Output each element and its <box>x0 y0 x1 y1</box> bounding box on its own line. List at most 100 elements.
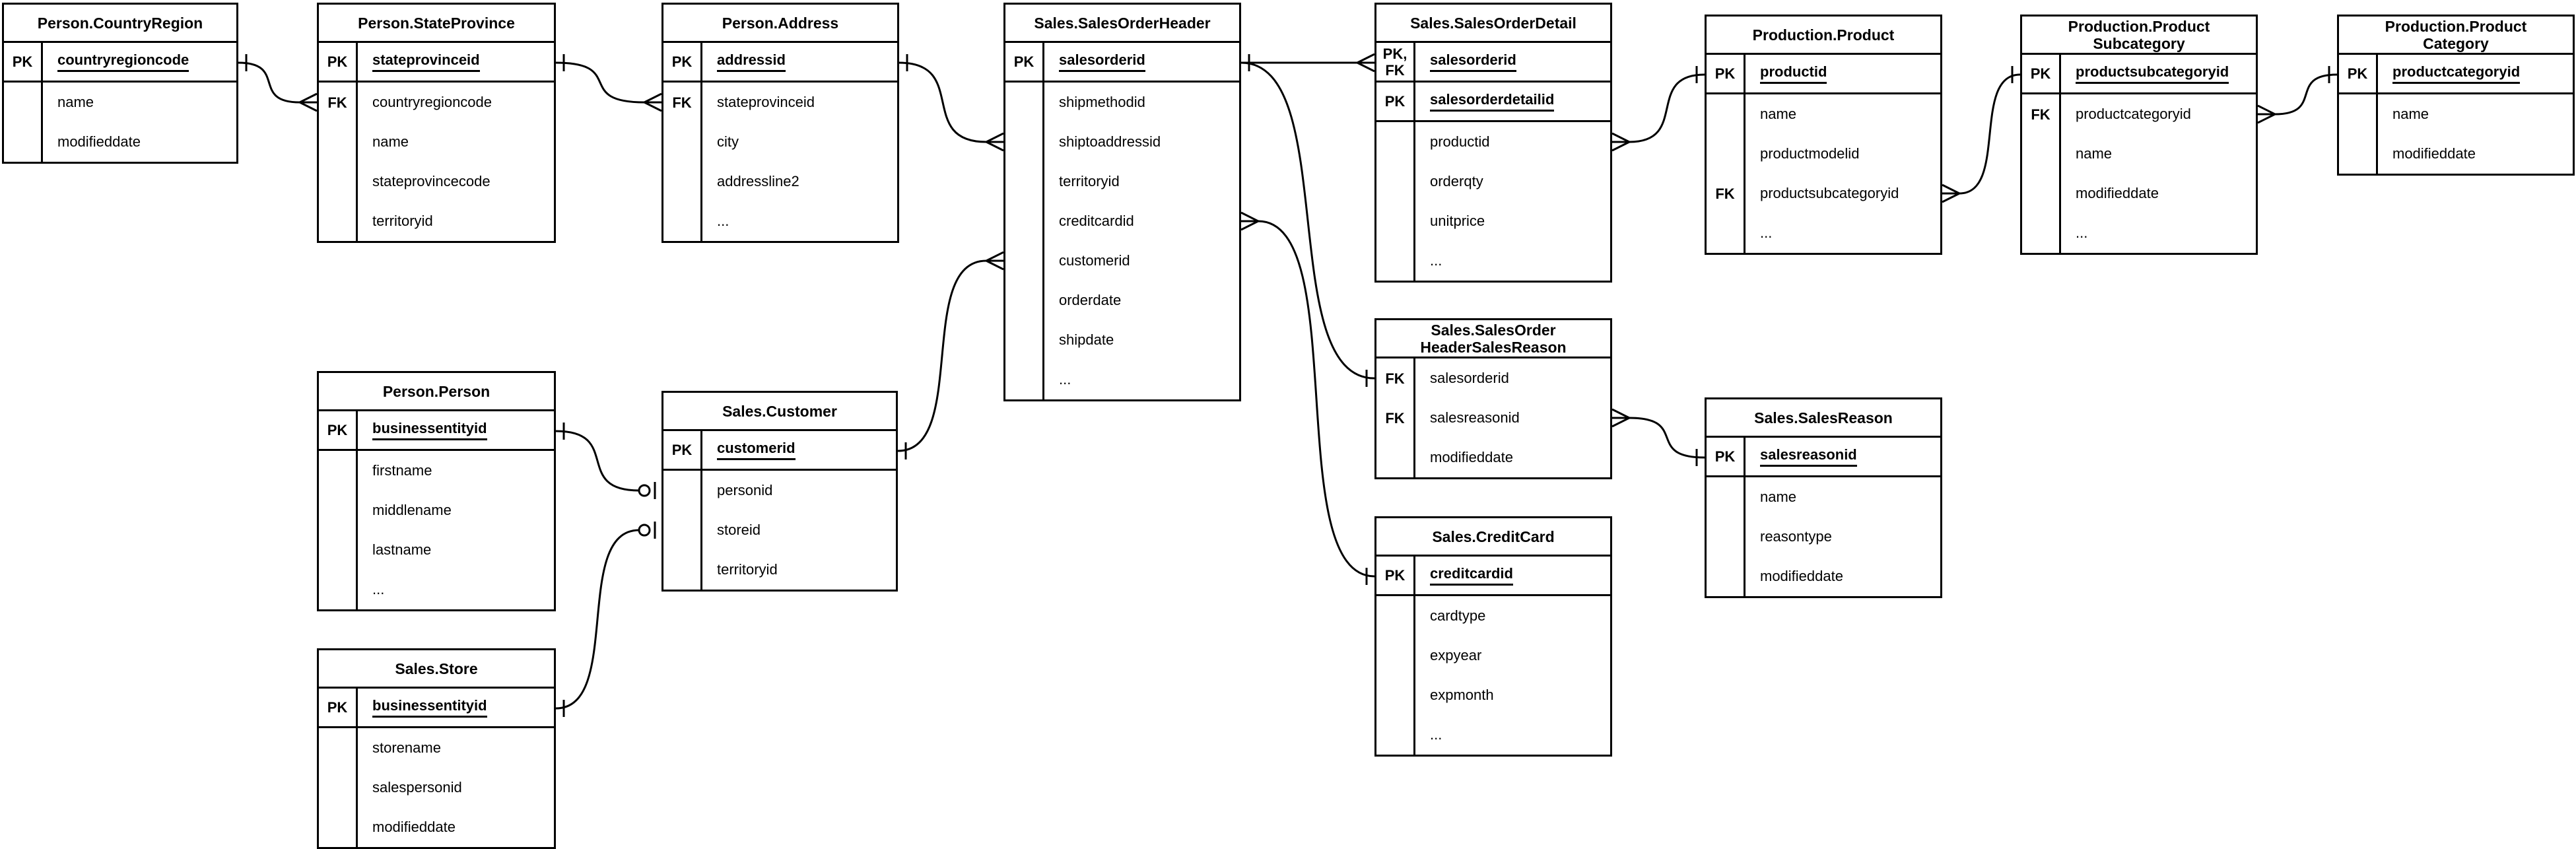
key-label-line: PK <box>2030 65 2051 82</box>
key-spacer <box>319 728 358 768</box>
relationship-person-person--sales-customer-personid <box>555 423 656 499</box>
relationship-line <box>555 529 640 710</box>
field-name-cell: orderdate <box>1044 281 1239 320</box>
field-row-territoryid: territoryid <box>663 550 896 590</box>
key-label-line: PK <box>671 442 693 458</box>
key-label: FK <box>1707 174 1746 213</box>
field-row-orderqty: orderqty <box>1376 162 1610 201</box>
key-spacer <box>1376 162 1415 201</box>
key-label: PK <box>2339 55 2378 92</box>
relationship-line <box>1959 73 2021 195</box>
field-row-modifieddate: modifieddate <box>1707 557 1940 596</box>
relationship-line <box>555 430 640 492</box>
key-label: PK <box>663 43 702 81</box>
key-spacer <box>663 471 702 510</box>
key-spacer <box>2022 213 2061 253</box>
field-row-productid: productid <box>1376 122 1610 162</box>
field-name: creditcardid <box>1059 213 1134 229</box>
key-label-line: FK <box>1715 185 1735 202</box>
field-name: salesreasonid <box>1760 446 1857 467</box>
field-name-cell: modifieddate <box>358 807 554 847</box>
key-label-line: PK, <box>1382 45 1407 62</box>
field-row-ellipsis: ... <box>663 201 897 241</box>
cardinality-many-icon <box>986 251 1004 271</box>
field-name-cell: orderqty <box>1415 162 1610 201</box>
field-name-cell: salesorderdetailid <box>1415 83 1610 120</box>
key-spacer <box>663 201 702 241</box>
field-name: productsubcategoryid <box>1760 185 1899 201</box>
table-title-line: HeaderSalesReason <box>1420 338 1567 356</box>
field-name-cell: creditcardid <box>1044 201 1239 241</box>
cardinality-many-icon <box>1357 53 1375 73</box>
field-name: countryregioncode <box>57 51 189 72</box>
field-name-cell: personid <box>702 471 896 510</box>
field-name-cell: storeid <box>702 510 896 550</box>
field-name: storename <box>372 739 441 756</box>
field-name-cell: ... <box>358 570 554 609</box>
field-name-cell: modifieddate <box>2061 174 2256 213</box>
field-name: orderdate <box>1059 292 1122 308</box>
key-spacer <box>1005 122 1044 162</box>
table-title: Person.CountryRegion <box>4 5 236 43</box>
field-row-expyear: expyear <box>1376 636 1610 675</box>
field-name-cell: ... <box>1746 213 1940 253</box>
key-spacer <box>2339 134 2378 174</box>
key-label: FK <box>663 83 702 122</box>
relationship-sales-store--sales-customer-storeid <box>555 522 656 717</box>
field-name-cell: productcategoryid <box>2378 55 2573 92</box>
field-name-cell: ... <box>1415 241 1610 281</box>
field-row-productmodelid: productmodelid <box>1707 134 1940 174</box>
field-name-cell: shipdate <box>1044 320 1239 360</box>
field-row-territoryid: territoryid <box>1005 162 1239 201</box>
field-name-cell: shiptoaddressid <box>1044 122 1239 162</box>
relationship-production-product--production-productsubcategory-productsubcategoryid <box>1942 66 2021 203</box>
field-name-cell: addressid <box>702 43 897 81</box>
key-spacer <box>1005 320 1044 360</box>
key-spacer <box>1707 517 1746 557</box>
key-spacer <box>1376 675 1415 715</box>
table-title-line: Sales.CreditCard <box>1432 527 1555 545</box>
key-spacer <box>1707 213 1746 253</box>
field-name-cell: name <box>2061 134 2256 174</box>
field-row-middlename: middlename <box>319 491 554 530</box>
field-row-lastname: lastname <box>319 530 554 570</box>
table-title-line: Person.CountryRegion <box>37 14 203 32</box>
key-label-line: PK <box>327 422 348 438</box>
relationship-line <box>1258 220 1375 578</box>
field-name-cell: ... <box>1044 360 1239 399</box>
field-name-cell: cardtype <box>1415 596 1610 636</box>
table-title: Sales.Customer <box>663 393 896 431</box>
field-name: ... <box>717 213 729 229</box>
field-name-cell: ... <box>1415 715 1610 755</box>
relationship-person-countryregion--person-stateprovince-countryregioncode <box>238 54 318 112</box>
field-name-cell: customerid <box>702 431 896 469</box>
field-row-salespersonid: salespersonid <box>319 768 554 807</box>
field-row-firstname: firstname <box>319 451 554 491</box>
key-label: FK <box>2022 94 2061 134</box>
table-title-line: Production.Product <box>2385 17 2527 35</box>
field-name-cell: salesorderid <box>1415 43 1610 81</box>
key-spacer <box>1707 134 1746 174</box>
field-name-cell: salesorderid <box>1415 358 1610 398</box>
field-name: territoryid <box>717 561 778 578</box>
key-label-line: FK <box>1385 409 1405 426</box>
key-label-line: PK <box>12 53 33 70</box>
key-spacer <box>319 530 358 570</box>
field-name-cell: modifieddate <box>1415 438 1610 477</box>
field-row-personid: personid <box>663 471 896 510</box>
field-name: modifieddate <box>1430 449 1513 465</box>
field-name-cell: name <box>1746 477 1940 517</box>
field-name: addressline2 <box>717 173 799 189</box>
field-name: creditcardid <box>1430 565 1513 586</box>
key-label: PK <box>319 43 358 81</box>
field-name: modifieddate <box>2392 145 2476 162</box>
key-label-line: PK <box>327 699 348 716</box>
table-title: Person.Person <box>319 373 554 411</box>
